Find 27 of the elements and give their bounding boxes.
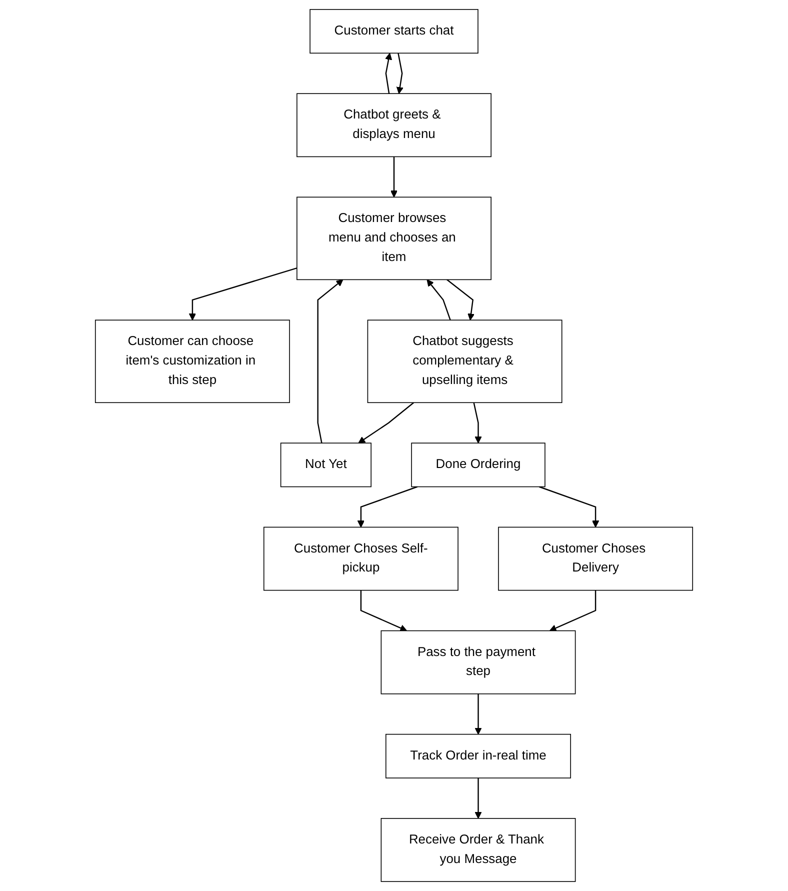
arrow: [396, 53, 404, 94]
node-box: Customer can choose item's customization in this step: [94, 320, 290, 404]
node-box: Track Order in-real time: [385, 734, 571, 778]
arrow: [188, 267, 298, 320]
node-box: Chatbot greets & displays menu: [296, 93, 492, 158]
node-box: Customer Choses Delivery: [498, 526, 694, 591]
arrow: [474, 694, 482, 735]
arrow: [385, 52, 392, 94]
arrow: [538, 486, 600, 528]
node-box: Done Ordering: [411, 442, 546, 488]
arrow: [549, 590, 596, 632]
node-box: Customer starts chat: [310, 9, 478, 54]
arrow: [426, 279, 451, 320]
node-box: Receive Order & Thank you Message: [380, 818, 576, 882]
arrow: [446, 279, 475, 320]
arrow: [357, 486, 418, 528]
node-box: Pass to the payment step: [380, 630, 576, 694]
arrow: [317, 279, 344, 444]
node-box: Customer Choses Self-pickup: [263, 526, 458, 591]
arrow: [390, 156, 398, 198]
arrow: [473, 402, 482, 444]
node-box: Not Yet: [280, 442, 372, 488]
arrow: [360, 590, 408, 632]
node-box: Chatbot suggests complementary & upselling items: [367, 320, 562, 404]
arrow: [474, 778, 482, 819]
arrow: [358, 402, 414, 444]
node-box: Customer browses menu and chooses an item: [296, 196, 492, 280]
